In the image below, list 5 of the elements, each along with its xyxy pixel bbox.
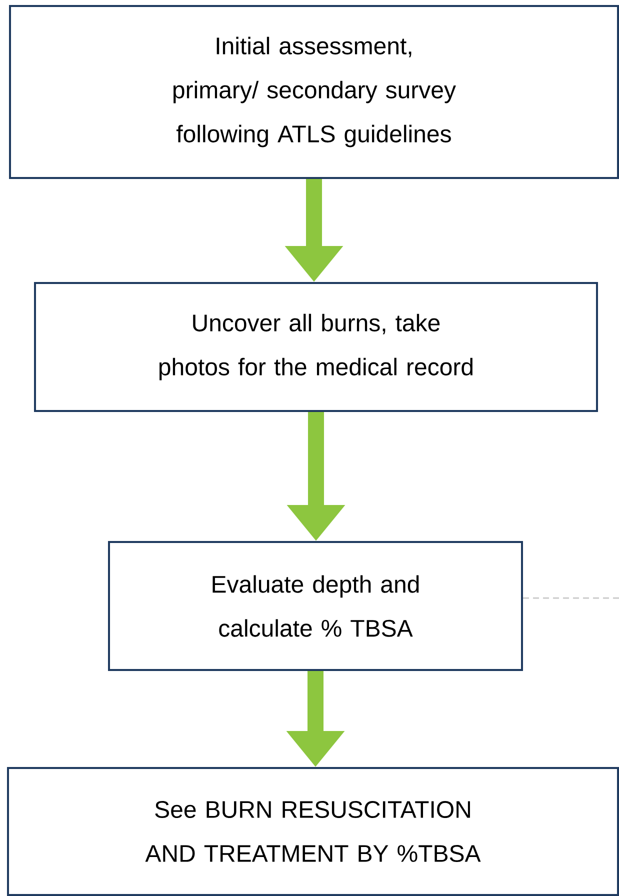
process-box: Initial assessment, primary/ secondary survey following ATLS guidelines: [9, 5, 619, 179]
process-box: Evaluate depth and calculate % TBSA: [108, 541, 523, 671]
process-box: See BURN RESUSCITATION AND TREATMENT BY %TBSA: [7, 767, 619, 896]
process-box: Uncover all burns, take photos for the medical record: [34, 282, 598, 412]
connector-line: [523, 597, 619, 599]
